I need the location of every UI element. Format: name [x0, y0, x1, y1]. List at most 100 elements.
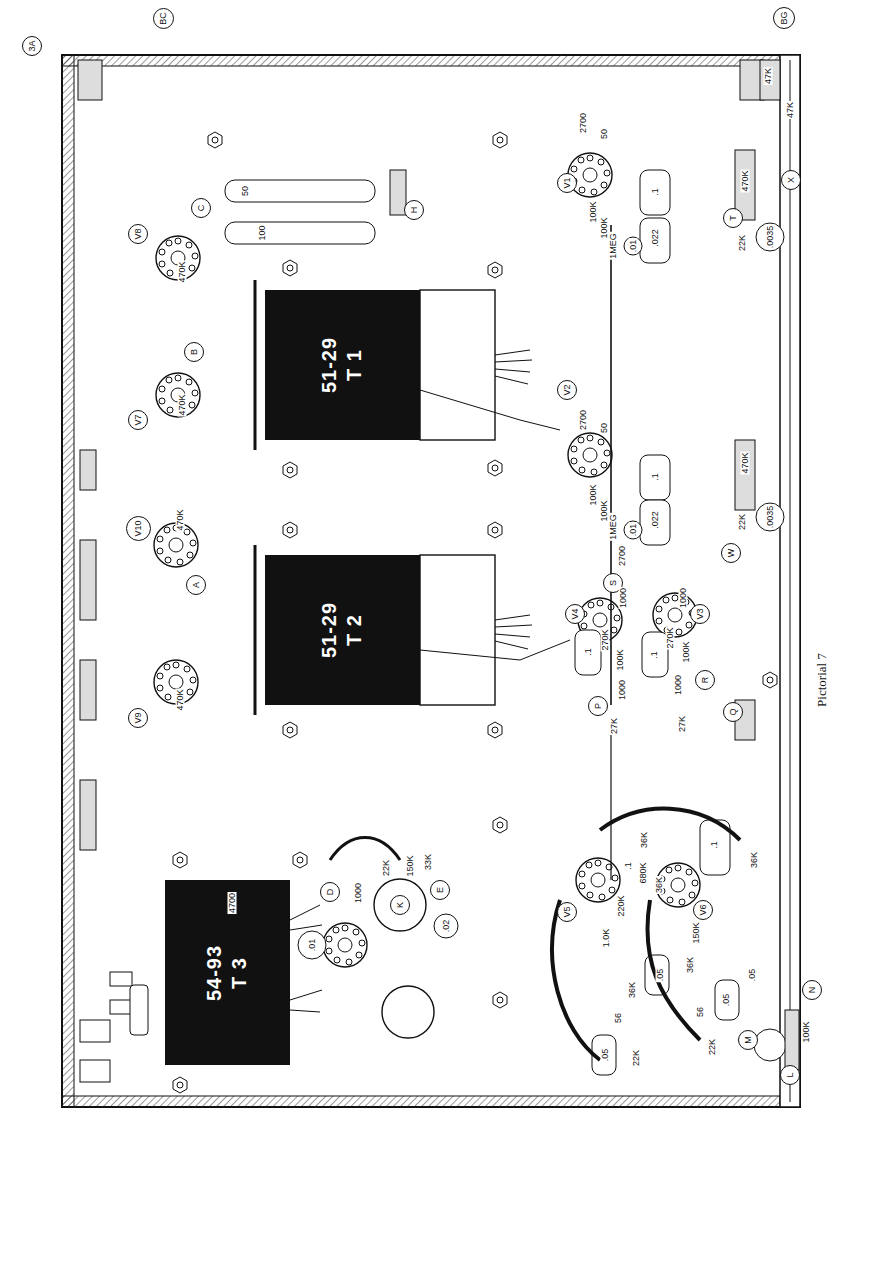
component-value: 100K: [682, 640, 691, 663]
wiring: [420, 390, 560, 430]
component-value: .05: [748, 968, 757, 983]
component-value: 22K: [738, 234, 747, 252]
capacitors: [225, 170, 784, 1075]
tube-sockets: [156, 373, 200, 417]
component-value: 680K: [639, 861, 648, 884]
callout-letter: K: [390, 895, 410, 915]
capacitors: [642, 632, 668, 677]
transformer-block: 51-29T 1: [265, 290, 420, 440]
component-value: 33K: [424, 853, 433, 871]
component-value: 100K: [802, 1020, 811, 1043]
callout-letter: V2: [557, 380, 577, 400]
capacitors: [624, 237, 642, 255]
callout-text: T: [729, 215, 738, 221]
wiring: [610, 720, 611, 880]
callout-letter: V9: [128, 708, 148, 728]
component-value: .05: [722, 993, 731, 1008]
component-value: 47K: [764, 67, 773, 85]
callout-text: E: [436, 887, 445, 893]
callout-letter: T: [723, 208, 743, 228]
callout-text: X: [787, 177, 796, 183]
component-value: 100K: [589, 200, 598, 223]
callout-text: 3A: [28, 41, 37, 52]
potentiometers: [374, 879, 426, 931]
callout-letter: X: [781, 170, 801, 190]
capacitors: [640, 218, 670, 263]
component-value: 36K: [686, 956, 695, 974]
callout-letter: 3A: [22, 36, 42, 56]
capacitors: [434, 914, 458, 938]
component-value: 50: [600, 422, 609, 434]
component-value: 270K: [666, 626, 675, 649]
rear-apron-parts: [80, 1020, 110, 1042]
hardware-nuts: [283, 522, 297, 538]
callout-letter: R: [695, 670, 715, 690]
hardware-nuts: [493, 992, 507, 1008]
component-value: 150K: [692, 921, 701, 944]
component-value: 1000: [619, 587, 628, 609]
chassis-frame: [62, 55, 74, 1107]
capacitors: [715, 980, 739, 1020]
callout-letter: BG: [773, 7, 795, 29]
component-value: .05: [601, 1048, 610, 1063]
callout-letter: V10: [126, 516, 151, 541]
component-value: .05: [656, 968, 665, 983]
callout-letter: L: [780, 1065, 800, 1085]
output-transformers: [420, 290, 495, 440]
wiring: [420, 640, 570, 660]
callout-text: BC: [159, 12, 168, 25]
callout-letter: H: [404, 200, 424, 220]
output-transformers: [420, 555, 495, 705]
component-value: 100K: [600, 499, 609, 522]
potentiometers: [374, 879, 786, 1061]
hardware-nuts: [763, 672, 777, 688]
tube-sockets: [568, 153, 612, 197]
callout-letter: W: [721, 543, 741, 563]
component-value: 2700: [579, 112, 588, 134]
callout-text: V9: [134, 713, 143, 724]
terminal-strips: [390, 60, 799, 1070]
callout-text: H: [410, 207, 419, 214]
hardware-nuts: [283, 722, 297, 738]
chassis-frame: [790, 60, 791, 1102]
capacitors: [756, 503, 784, 531]
component-value: .022: [651, 228, 660, 248]
hardware-nuts: [173, 1077, 187, 1093]
figure-caption: Pictorial 7: [814, 653, 830, 707]
transformer-text: 51-29T 2: [318, 602, 368, 658]
rear-apron-parts: [80, 1060, 110, 1082]
component-value: .1: [651, 472, 660, 482]
callout-text: A: [192, 582, 201, 588]
callout-text: R: [701, 677, 710, 684]
component-value: .022: [651, 510, 660, 530]
component-value: 220K: [617, 894, 626, 917]
component-value: 100K: [589, 483, 598, 506]
component-value: 470K: [741, 169, 750, 192]
component-value: 100K: [616, 648, 625, 671]
callout-letter: V7: [128, 410, 148, 430]
output-transformers: [255, 280, 532, 1012]
capacitors: [624, 521, 642, 539]
component-value: .1: [650, 650, 659, 660]
callout-text: M: [744, 1036, 753, 1044]
component-value: 22K: [382, 859, 391, 877]
callout-text: V2: [563, 385, 572, 396]
hardware-nuts: [208, 132, 222, 148]
component-value: 470K: [178, 260, 187, 283]
callout-letter: V4: [565, 604, 585, 624]
callout-letter: A: [186, 575, 206, 595]
callout-text: V1: [563, 178, 572, 189]
rear-apron-parts: [80, 780, 96, 850]
callout-letter: V8: [128, 224, 148, 244]
component-value: .1: [651, 187, 660, 197]
component-value: 36K: [640, 831, 649, 849]
callout-text: P: [594, 703, 603, 709]
callout-letter: E: [430, 880, 450, 900]
transformer-text: 51-29T 1: [318, 337, 368, 393]
tube-sockets: [576, 858, 620, 902]
callout-letter: C: [191, 198, 211, 218]
transformer-label: 51-29: [318, 337, 343, 393]
callout-text: Q: [729, 709, 738, 716]
component-value: 2700: [579, 409, 588, 431]
